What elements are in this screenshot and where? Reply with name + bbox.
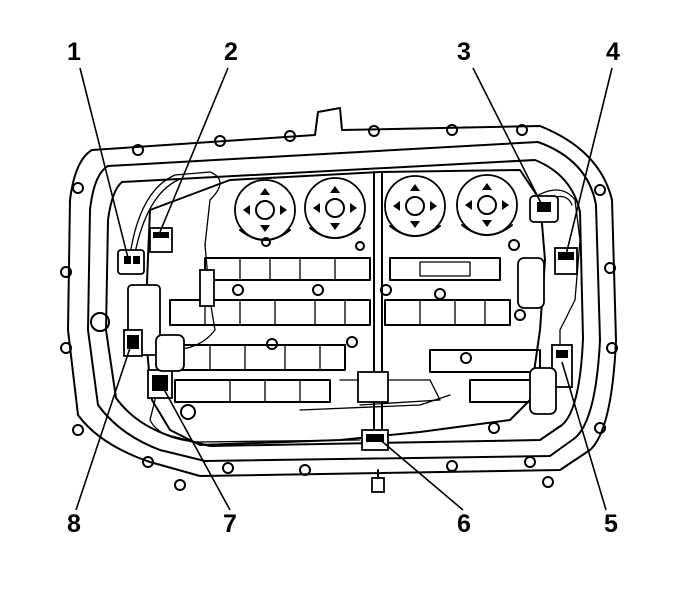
accumulator-3 (384, 175, 446, 237)
callout-5: 5 (604, 510, 618, 538)
flange-bolts (60, 124, 618, 491)
accumulator-1 (234, 179, 296, 241)
callout-2: 2 (224, 38, 238, 66)
connector-3 (529, 195, 559, 223)
connector-1 (117, 249, 145, 275)
drain-plug (371, 469, 385, 493)
callout-1: 1 (67, 38, 81, 66)
connector-6 (357, 371, 389, 451)
pan-flange (67, 107, 617, 477)
accumulator-4 (456, 174, 518, 236)
connector-4 (517, 247, 578, 309)
callout-8: 8 (67, 510, 81, 538)
valve-body-bolts (180, 237, 526, 434)
connector-8 (123, 329, 143, 357)
accumulator-2 (304, 177, 366, 239)
callout-7: 7 (223, 510, 237, 538)
connector-7 (147, 334, 185, 399)
callout-6: 6 (457, 510, 471, 538)
valve-body (144, 169, 546, 446)
accumulators (234, 174, 518, 241)
valve-spools (169, 257, 541, 403)
connector-2 (149, 227, 215, 307)
leader-lines (75, 67, 613, 511)
callout-4: 4 (606, 38, 620, 66)
callout-3: 3 (457, 38, 471, 66)
